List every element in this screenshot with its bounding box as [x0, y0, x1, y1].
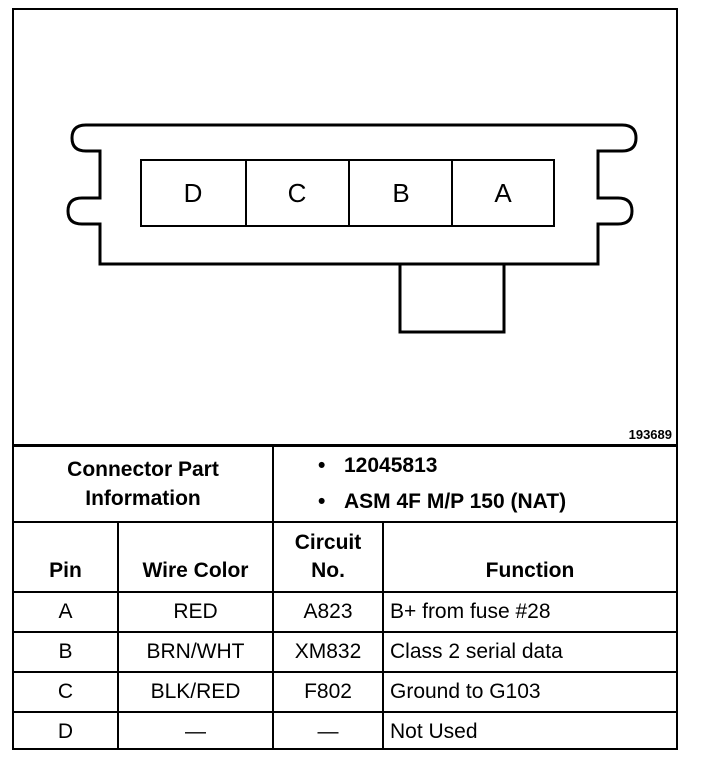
connector-diagram: D C B A 193689	[14, 10, 676, 447]
col-header-wire-color: Wire Color	[117, 521, 274, 593]
part-info-label-line1: Connector Part	[67, 458, 219, 481]
table-row: B BRN/WHT XM832 Class 2 serial data	[14, 631, 676, 673]
part-info-label: Connector Part Information	[14, 447, 274, 523]
pin-label-a: A	[494, 178, 512, 208]
pinout-table: Connector Part Information • 12045813 • AS…	[14, 447, 676, 750]
cell-function: B+ from fuse #28	[382, 591, 676, 633]
cell-function: Ground to G103	[382, 671, 676, 713]
cell-pin: D	[14, 711, 119, 750]
figure-id: 193689	[628, 427, 672, 442]
connector-body-outline	[66, 123, 638, 266]
cell-circuit: A823	[272, 591, 384, 633]
cell-pin: B	[14, 631, 119, 673]
pin-label-d: D	[184, 178, 203, 208]
cell-wire-color: RED	[117, 591, 274, 633]
cell-wire-color: BLK/RED	[117, 671, 274, 713]
part-info-row: Connector Part Information • 12045813 • AS…	[14, 447, 676, 523]
connector-frame: D C B A 193689 Connector Part Informatio…	[12, 8, 678, 750]
pin-label-b: B	[392, 178, 409, 208]
cell-function: Class 2 serial data	[382, 631, 676, 673]
col-header-circuit: Circuit No.	[272, 521, 384, 593]
pin-label-c: C	[288, 178, 307, 208]
pin-cavity-a	[451, 159, 555, 227]
col-header-function: Function	[382, 521, 676, 593]
table-row: C BLK/RED F802 Ground to G103	[14, 671, 676, 713]
part-number: 12045813	[344, 454, 438, 477]
cell-wire-color: —	[117, 711, 274, 750]
cell-circuit: —	[272, 711, 384, 750]
bullet-icon: •	[318, 490, 326, 513]
part-info-item: • 12045813	[318, 448, 676, 484]
col-header-circuit-line1: Circuit	[294, 531, 362, 554]
part-info-label-line2: Information	[85, 487, 201, 510]
part-info-list: • 12045813 • ASM 4F M/P 150 (NAT)	[272, 447, 676, 523]
bullet-icon: •	[318, 454, 326, 477]
cell-pin: A	[14, 591, 119, 633]
col-header-pin: Pin	[14, 521, 119, 593]
cell-circuit: XM832	[272, 631, 384, 673]
cell-pin: C	[14, 671, 119, 713]
col-header-circuit-line2: No.	[311, 559, 345, 582]
connector-lock-tab	[398, 264, 506, 334]
column-header-row: Pin Wire Color Circuit No. Function	[14, 521, 676, 593]
connector-drawing: D C B A	[66, 123, 638, 334]
cell-circuit: F802	[272, 671, 384, 713]
table-row: A RED A823 B+ from fuse #28	[14, 591, 676, 633]
part-info-item: • ASM 4F M/P 150 (NAT)	[318, 484, 676, 520]
table-row: D — — Not Used	[14, 711, 676, 750]
part-description: ASM 4F M/P 150 (NAT)	[344, 490, 567, 513]
cell-function: Not Used	[382, 711, 676, 750]
cell-wire-color: BRN/WHT	[117, 631, 274, 673]
